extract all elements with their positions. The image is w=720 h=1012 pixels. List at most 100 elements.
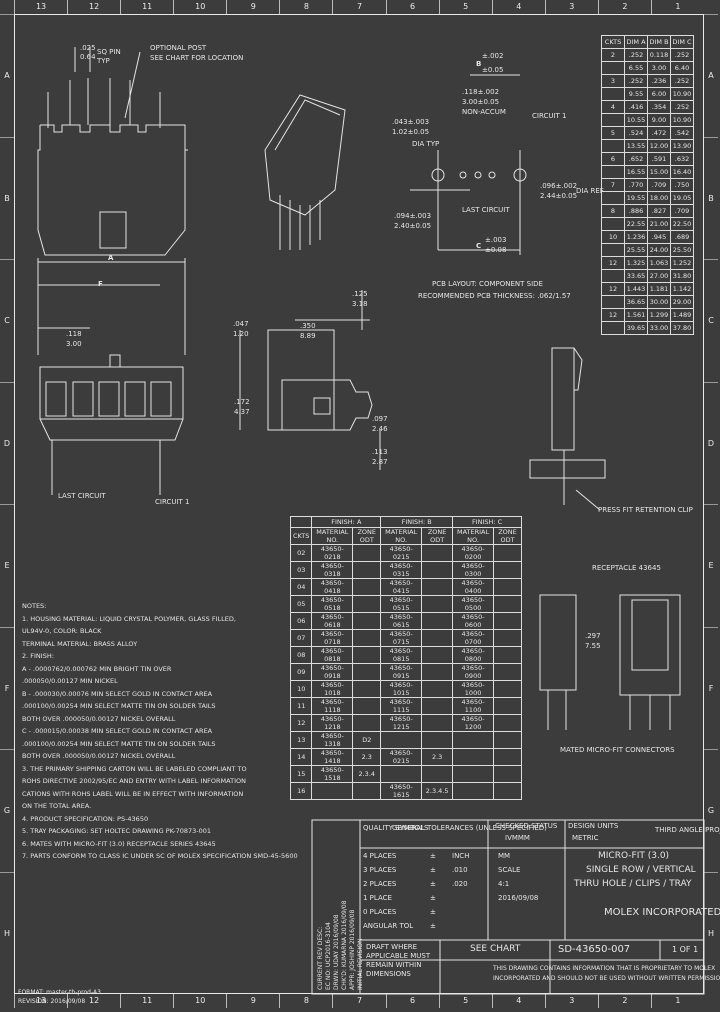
dim-a-label: A (108, 254, 114, 262)
zone-label: 1 (650, 994, 704, 1008)
tb-title-2: SINGLE ROW / VERTICAL (586, 865, 696, 875)
dim-table-cell (601, 165, 625, 179)
finish-table-cell (493, 663, 522, 681)
dim-table-cell: 4 (601, 100, 625, 114)
finish-table-cell: 11 (289, 697, 313, 715)
zone-label: 3 (544, 994, 598, 1008)
tolerance-cell: 2 PLACES (363, 880, 397, 888)
dim-table-cell: .416 (624, 100, 648, 114)
finish-table-cell: 02 (289, 544, 313, 562)
pcb-h1-inch: .118±.002 (462, 88, 500, 96)
tb-checker: CHECKED STATUS (495, 822, 558, 830)
finish-table-cell: 43650-1215 (380, 714, 423, 732)
mated-connectors-drawing (539, 594, 681, 730)
tb-units: METRIC (572, 834, 599, 842)
finish-table-cell: 43650-1000 (452, 680, 495, 698)
dim-table-row: 5.524.472.542 (601, 126, 694, 140)
finish-table-corner (289, 516, 313, 528)
dim-table-cell (601, 243, 625, 257)
dim-table-cell: 0.118 (647, 48, 671, 62)
zone-label: 5 (438, 0, 492, 14)
w-inch: .118 (66, 330, 82, 338)
dim-table-cell: 21.00 (647, 217, 671, 231)
zone-label: 12 (67, 0, 120, 14)
dim-table-cell: 10 (601, 230, 625, 244)
finish-table-cell: 43650-1118 (311, 697, 354, 715)
finish-table-cell (493, 561, 522, 579)
zone-label: 11 (120, 0, 173, 14)
w-mm: 3.00 (66, 340, 82, 348)
tb-general-tol: GENERAL TOLERANCES (UNLESS SPECIFIED) (392, 824, 547, 832)
dim-table-cell: 1.142 (670, 282, 694, 296)
dim-table-cell: .750 (670, 178, 694, 192)
dim-table-cell (601, 217, 625, 231)
tb-proprietary-1: THIS DRAWING CONTAINS INFORMATION THAT I… (493, 965, 716, 972)
side-d2-inch: .350 (300, 322, 316, 330)
tb-proprietary-2: INCORPORATED AND SHOULD NOT BE USED WITH… (493, 975, 720, 982)
dim-table-header: DIM C (670, 35, 694, 49)
last-circuit-label: LAST CIRCUIT (58, 492, 106, 500)
dim-table-row: 3.252.236.252 (601, 74, 694, 88)
finish-table-cell: 43650-0818 (311, 646, 354, 664)
receptacle-dim-inch: .297 (585, 632, 601, 640)
tolerance-cell: 0 PLACES (363, 908, 397, 916)
zone-label: F (0, 626, 14, 750)
side-d5-mm: 2.46 (372, 425, 388, 433)
finish-table-cell: 43650-0900 (452, 663, 495, 681)
pcb-circuit-1: CIRCUIT 1 (532, 112, 567, 120)
finish-table-cell: 43650-0800 (452, 646, 495, 664)
finish-table-cell (421, 629, 454, 647)
dim-table-cell: 36.65 (624, 295, 648, 309)
finish-table-cell: 43650-1115 (380, 697, 423, 715)
note-line: ON THE TOTAL AREA. (22, 802, 92, 810)
dim-table-cell: 33.65 (624, 269, 648, 283)
finish-table-cell (493, 731, 522, 749)
finish-table-cell (352, 544, 382, 562)
tb-checker-val: IVMMM (505, 834, 530, 842)
pcb-h4-mm: 2.44±0.05 (540, 192, 578, 200)
finish-table-cell (421, 663, 454, 681)
tb-design-units: DESIGN UNITS (568, 822, 619, 830)
pitch-mm: 0.64 (80, 53, 96, 61)
dim-table-cell: 1.325 (624, 256, 648, 270)
side-d3-inch: .047 (233, 320, 249, 328)
finish-table-cell (493, 629, 522, 647)
note-line: 1. HOUSING MATERIAL: LIQUID CRYSTAL POLY… (22, 614, 236, 623)
pcb-dia-typ: DIA TYP (412, 140, 440, 148)
note-line: A - .0000762/0.000762 MIN BRIGHT TIN OVE… (22, 664, 172, 673)
zone-label: 13 (14, 0, 67, 14)
finish-table-cell (493, 697, 522, 715)
zone-label: E (704, 504, 718, 627)
finish-table-cell (380, 731, 423, 749)
dim-table-cell: 3 (601, 74, 625, 88)
finish-table-cell (452, 765, 495, 783)
receptacle-label: RECEPTACLE 43645 (592, 564, 661, 572)
note-line: BOTH OVER .000050/0.00127 NICKEL OVERALL (22, 752, 176, 760)
dim-table-cell: 19.55 (624, 191, 648, 205)
dim-table-cell (601, 321, 625, 335)
finish-table-cell: 15 (289, 765, 313, 783)
tolerance-cell: 4:1 (498, 880, 510, 888)
finish-table-cell (493, 714, 522, 732)
finish-table-cell (452, 731, 495, 749)
note-line: 7. PARTS CONFORM TO CLASS IC UNDER SC OF… (22, 852, 298, 860)
tolerance-cell: INCH (452, 852, 470, 860)
dim-table-cell: 18.00 (647, 191, 671, 205)
finish-table-cell (493, 748, 522, 766)
finish-table-cell: 43650-0300 (452, 561, 495, 579)
dim-table-cell: .945 (647, 230, 671, 244)
finish-sub-header: ZONE ODT (421, 527, 454, 545)
dim-table-cell: 27.00 (647, 269, 671, 283)
note-line: 5. TRAY PACKAGING: SET HOLTEC DRAWING PK… (22, 827, 212, 835)
side-d1-mm: 3.18 (352, 300, 368, 308)
tolerance-cell: ± (430, 880, 436, 888)
dim-table-row: 7.770.709.750 (601, 178, 694, 192)
